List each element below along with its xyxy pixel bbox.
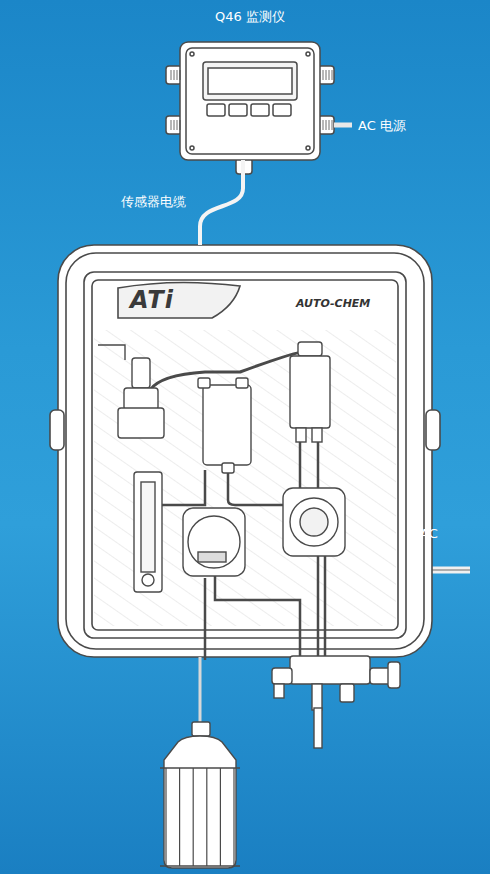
thread-line bbox=[326, 70, 327, 80]
thread-line bbox=[332, 70, 333, 80]
panel-box: ATi AUTO-CHEM bbox=[58, 245, 432, 657]
glass-hatching bbox=[94, 330, 396, 626]
logo-text: ATi bbox=[130, 286, 174, 314]
thread-line bbox=[329, 70, 330, 80]
thread-line bbox=[177, 70, 178, 80]
thread-line bbox=[180, 70, 181, 80]
thread-line bbox=[329, 120, 330, 130]
thread-line bbox=[177, 120, 178, 130]
brand-name: AUTO-CHEM bbox=[296, 297, 370, 310]
cage-bar bbox=[193, 768, 194, 866]
cage-bar bbox=[165, 768, 166, 866]
bottle-cage bbox=[166, 768, 234, 866]
q46-monitor bbox=[166, 42, 352, 174]
cage-bar bbox=[179, 768, 180, 866]
cage-bar bbox=[233, 768, 234, 866]
ac-cable bbox=[430, 567, 470, 574]
thread-line bbox=[323, 120, 324, 130]
thread-line bbox=[174, 70, 175, 80]
monitor-title: Q46 监测仪 bbox=[180, 8, 320, 26]
panel-components bbox=[98, 342, 400, 868]
power-label: AC 电源 bbox=[358, 117, 406, 135]
thread-line bbox=[326, 120, 327, 130]
ac-label: AC bbox=[420, 526, 438, 541]
edge-label: 传感器电缆 bbox=[121, 193, 186, 211]
cage-bar bbox=[220, 768, 221, 866]
thread-line bbox=[180, 120, 181, 130]
ac-cable-edge bbox=[430, 570, 470, 571]
cage-bar bbox=[206, 768, 207, 866]
thread-line bbox=[332, 120, 333, 130]
thread-line bbox=[171, 120, 172, 130]
gland-threads bbox=[171, 70, 332, 130]
thread-line bbox=[171, 70, 172, 80]
sensor-cable bbox=[200, 160, 243, 245]
thread-line bbox=[323, 70, 324, 80]
monitor-box: Q46 监测仪 bbox=[180, 42, 320, 160]
autochem-panel bbox=[50, 245, 440, 657]
thread-line bbox=[174, 120, 175, 130]
